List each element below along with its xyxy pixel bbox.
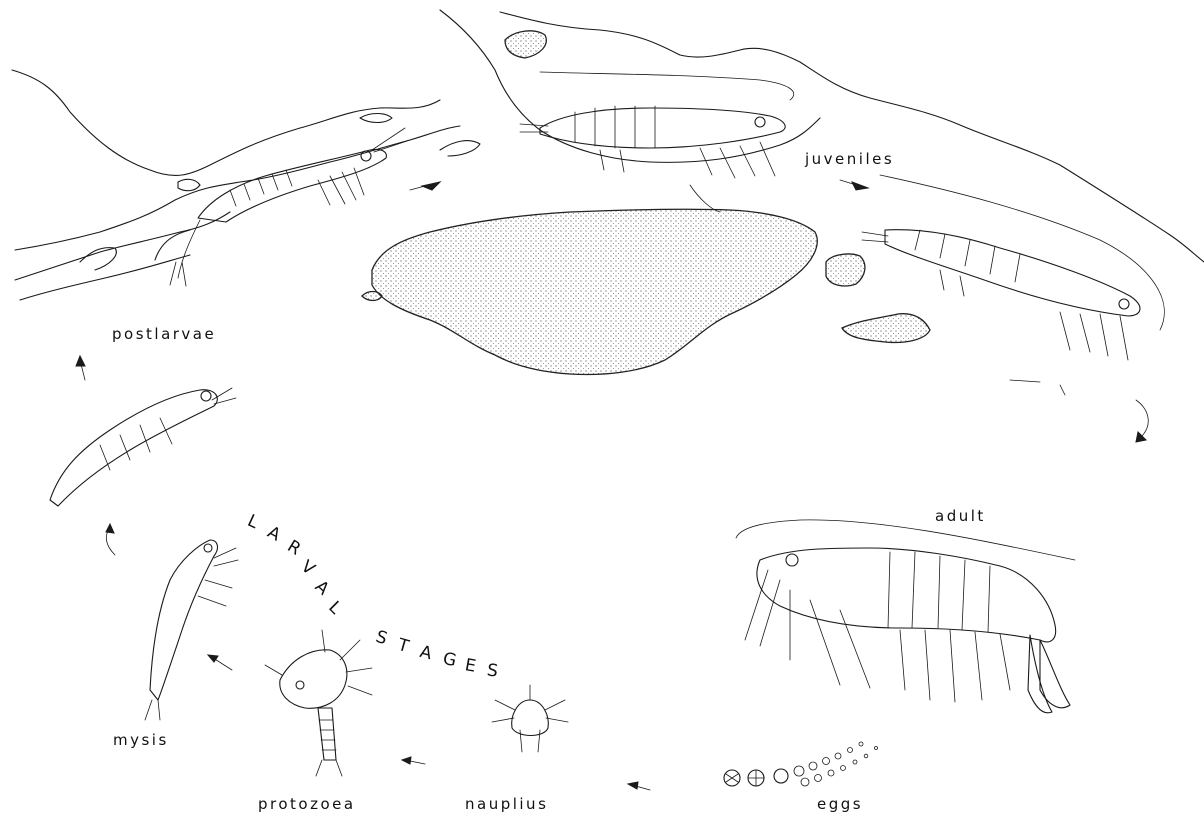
mysis-illustration: [145, 540, 238, 720]
label-juveniles: juveniles: [805, 150, 894, 168]
label-postlarvae: postlarvae: [112, 325, 216, 343]
island-right-1: [826, 254, 865, 286]
protozoea-illustration: [265, 630, 372, 776]
adult-shrimp-illustration: [736, 520, 1075, 713]
postlarvae-shrimp-illustration: [170, 128, 410, 286]
label-nauplius: nauplius: [465, 795, 548, 813]
label-adult: adult: [935, 507, 986, 525]
label-mysis: mysis: [113, 731, 169, 749]
small-islet: [362, 292, 382, 301]
central-island: [372, 209, 817, 374]
larva-shrimp-illustration: [50, 388, 236, 506]
island-right-2: [842, 314, 930, 343]
label-protozoea: protozoea: [258, 795, 356, 813]
eggs-illustration: [724, 742, 878, 786]
nauplius-illustration: [492, 685, 568, 752]
label-eggs: eggs: [817, 795, 863, 813]
juvenile-shrimp-2-illustration: [862, 230, 1140, 395]
juvenile-shrimp-1-illustration: [520, 106, 785, 212]
